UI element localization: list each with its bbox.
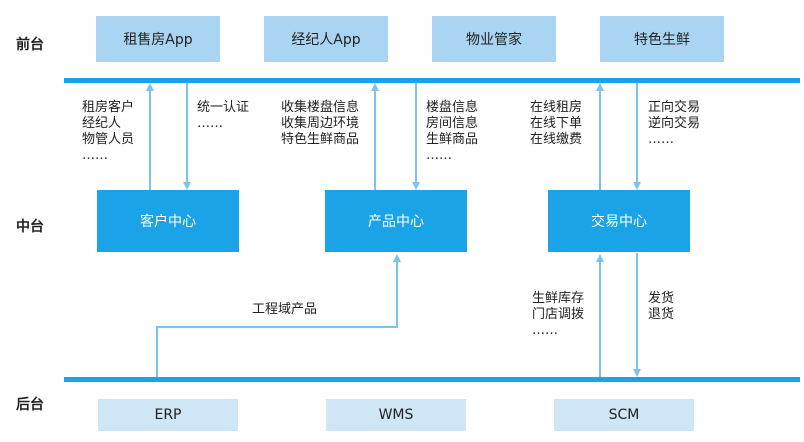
note-line: 退货 (648, 307, 675, 322)
note-customer-up: 租房客户 经纪人 物管人员 …… (82, 100, 134, 164)
tier-label-middle: 中台 (16, 219, 44, 235)
front-app-property: 物业管家 (432, 16, 556, 62)
note-line: 在线租房 (530, 100, 583, 115)
front-app-agent: 经纪人App (264, 16, 388, 62)
note-scm-down: 发货 退货 (648, 291, 674, 323)
back-bus-line (64, 377, 800, 382)
note-line: 生鲜商品 (426, 132, 479, 147)
backend-wms: WMS (326, 399, 466, 431)
note-line: 特色生鲜商品 (281, 132, 360, 147)
backend-erp: ERP (98, 399, 238, 431)
note-erp-to-product: 工程域产品 (252, 302, 318, 317)
note-product-up: 收集楼盘信息 收集周边环境 特色生鲜商品 (281, 100, 359, 148)
note-line: 正向交易 (648, 100, 701, 115)
front-app-fresh: 特色生鲜 (600, 16, 724, 62)
note-line: …… (648, 132, 674, 147)
front-app-rental: 租售房App (96, 16, 220, 62)
tier-label-back: 后台 (16, 397, 44, 413)
center-customer: 客户中心 (97, 190, 239, 252)
note-line: 逆向交易 (648, 116, 701, 131)
note-line: 生鲜库存 (532, 291, 585, 306)
note-line: …… (532, 323, 558, 338)
note-scm-up: 生鲜库存 门店调拨 …… (532, 291, 584, 339)
note-line: 楼盘信息 (426, 100, 479, 115)
note-line: 物管人员 (82, 132, 135, 147)
note-line: 门店调拨 (532, 307, 585, 322)
note-line: 收集楼盘信息 (281, 100, 360, 115)
note-line: 经纪人 (82, 116, 122, 131)
center-product: 产品中心 (325, 190, 467, 252)
front-bus-line (64, 78, 800, 83)
note-line: 房间信息 (426, 116, 479, 131)
erp-to-product-arrow (156, 254, 401, 377)
note-line: 统一认证 (197, 100, 250, 115)
note-line: 租房客户 (82, 100, 135, 115)
note-line: 收集周边环境 (281, 116, 360, 131)
note-trade-down: 正向交易 逆向交易 …… (648, 100, 700, 148)
note-line: …… (426, 148, 452, 163)
note-line: 在线缴费 (530, 132, 583, 147)
note-line: 在线下单 (530, 116, 583, 131)
center-trade: 交易中心 (548, 190, 690, 252)
note-customer-down: 统一认证 …… (197, 100, 249, 132)
backend-scm: SCM (554, 399, 694, 431)
note-trade-up: 在线租房 在线下单 在线缴费 (530, 100, 582, 148)
note-line: …… (197, 116, 223, 131)
note-line: …… (82, 148, 108, 163)
tier-label-front: 前台 (16, 37, 44, 53)
note-line: 发货 (648, 291, 675, 306)
note-product-down: 楼盘信息 房间信息 生鲜商品 …… (426, 100, 478, 164)
